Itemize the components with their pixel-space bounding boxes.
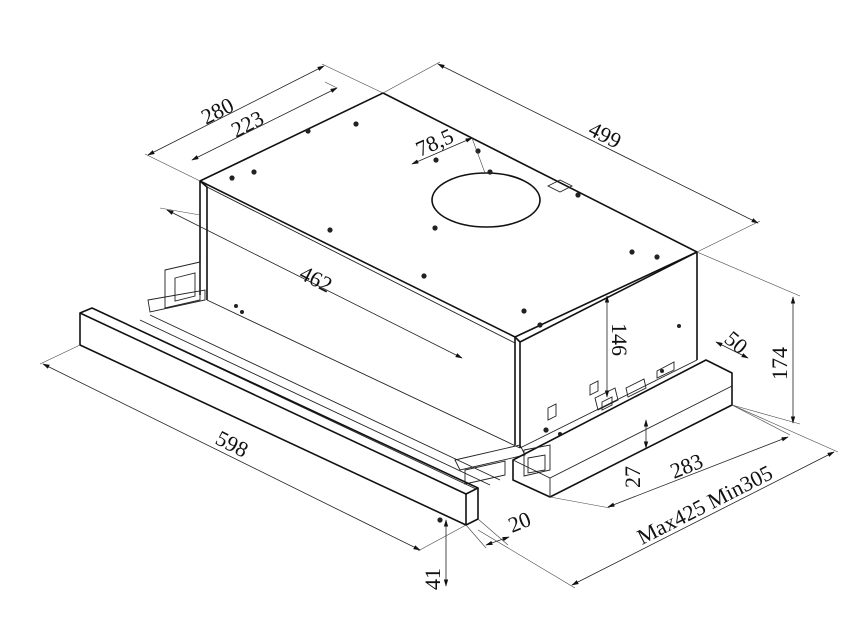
dim-module-depth-label: 283	[667, 448, 707, 484]
dim-side-offset-label: 50	[720, 326, 753, 359]
dim-visor-thickness: 20	[465, 506, 535, 549]
body-front-face	[199, 180, 208, 300]
dim-height-body: 146	[604, 295, 632, 398]
dim-duct-diameter: 78,5	[411, 123, 486, 174]
dim-module-height-label: 27	[620, 466, 645, 488]
dim-visor-thickness-label: 20	[505, 506, 535, 537]
front-visor	[79, 307, 479, 526]
dim-extension-range-label: Max425 Min305	[633, 460, 777, 550]
dim-height-body-label: 146	[607, 323, 632, 356]
body-right-face	[514, 251, 698, 448]
dim-height-total: 174	[696, 251, 801, 425]
duct-outlet	[431, 172, 541, 228]
dim-visor-length-label: 598	[212, 425, 253, 462]
dim-visor-height: 41	[420, 519, 449, 590]
dim-module-height: 27	[620, 419, 649, 488]
slide-rails	[127, 261, 526, 490]
dim-side-offset: 50	[715, 326, 753, 359]
dim-extension-range: Max425 Min305	[477, 404, 839, 589]
dim-visor-length: 598	[39, 344, 467, 552]
dim-length-body: 462	[159, 207, 463, 359]
dim-length-top: 499	[382, 61, 761, 253]
dim-length-top-label: 499	[585, 116, 626, 153]
dim-height-total-label: 174	[767, 347, 792, 380]
dim-duct-diameter-label: 78,5	[412, 123, 457, 161]
dim-visor-height-label: 41	[420, 568, 445, 590]
